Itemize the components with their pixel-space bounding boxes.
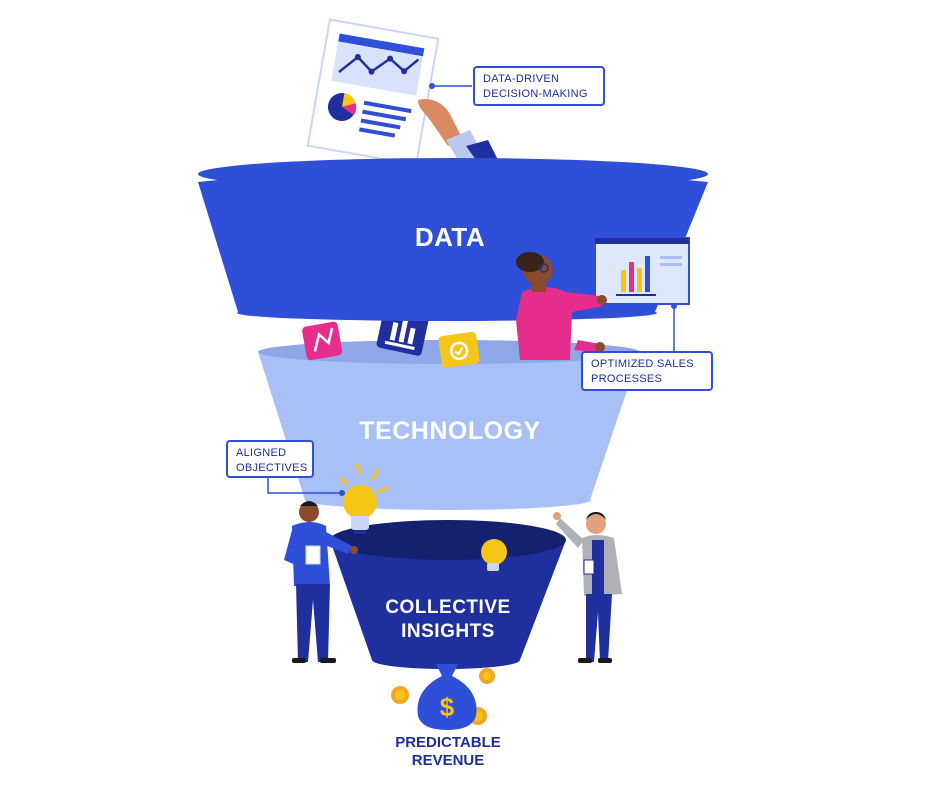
line-chart-document-icon: [306, 18, 498, 166]
money-bag-icon: $: [417, 664, 477, 730]
data-stage: [198, 158, 708, 321]
man-figure-left: [284, 501, 358, 663]
callout-connector: [267, 476, 342, 494]
presenter-figure: [516, 237, 690, 360]
stage-label-data: DATA: [414, 222, 486, 252]
insights-stage: [330, 520, 566, 669]
lightbulb-icon: [339, 463, 389, 534]
lightbulb-icon: [481, 539, 507, 571]
callout-aligned-objectives: ALIGNED OBJECTIVES: [226, 440, 314, 478]
callout-optimized-sales: OPTIMIZED SALES PROCESSES: [581, 351, 713, 391]
stage-label-insights: COLLECTIVE INSIGHTS: [385, 597, 511, 642]
stage-label-technology: TECHNOLOGY: [359, 417, 541, 445]
callout-dot: [429, 83, 435, 89]
callout-dot: [671, 303, 677, 309]
bar-chart-board-icon: [594, 237, 690, 305]
coin-icon: [479, 668, 495, 684]
callout-dot: [339, 490, 345, 496]
woman-figure-right: [553, 512, 622, 663]
outcome-label: PREDICTABLE REVENUE: [395, 734, 501, 769]
yellow-app-icon: [438, 331, 480, 368]
bag-symbol: $: [440, 692, 455, 722]
coin-icon: [391, 686, 409, 704]
pink-app-icon: [302, 321, 343, 361]
callout-data-driven: DATA-DRIVEN DECISION-MAKING: [473, 66, 605, 106]
